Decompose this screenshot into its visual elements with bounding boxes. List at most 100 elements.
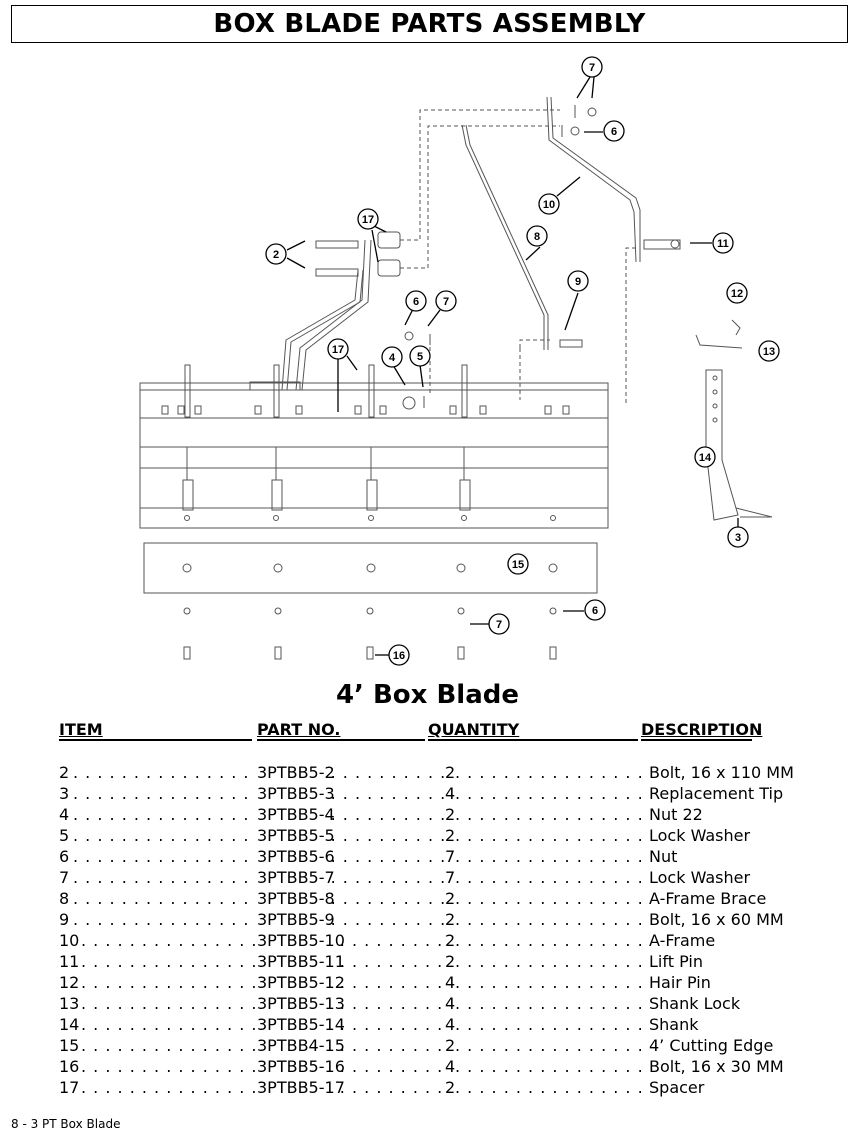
leader-dots: . . . . . . . . . . . . . . . . . . . . … bbox=[73, 826, 255, 845]
leader-dots: . . . . . . . . . . . . . . . . . . . . … bbox=[455, 994, 647, 1013]
leader-dots: . . . . . . . . . . . . . . . . . . . . … bbox=[455, 805, 647, 824]
parts-row: 11 . . . . . . . . . . . . . . . . . . .… bbox=[59, 951, 819, 972]
quantity: 2 bbox=[445, 1036, 456, 1055]
leader-dots: . . . . . . . . . . . . . . . . . . . . … bbox=[339, 1057, 445, 1076]
diagram-subtitle: 4’ Box Blade bbox=[335, 680, 520, 710]
bolts-2 bbox=[315, 240, 359, 277]
callout-13: 13 bbox=[758, 340, 780, 362]
description: Shank Lock bbox=[649, 994, 741, 1013]
blade-shanks bbox=[182, 364, 471, 511]
guide-lines bbox=[400, 109, 636, 403]
part-number: 3PTBB5-6 bbox=[257, 847, 335, 866]
leader-dots: . . . . . . . . . . . . . . . . . . . . … bbox=[81, 1078, 255, 1097]
parts-row: 13 . . . . . . . . . . . . . . . . . . .… bbox=[59, 993, 819, 1014]
part-number: 3PTBB5-7 bbox=[257, 868, 335, 887]
part-number: 3PTBB5-12 bbox=[257, 973, 345, 992]
a-frame bbox=[546, 96, 641, 263]
page-footer: 8 - 3 PT Box Blade bbox=[11, 1117, 121, 1131]
parts-row: 2 . . . . . . . . . . . . . . . . . . . … bbox=[59, 762, 819, 783]
quantity: 7 bbox=[445, 847, 456, 866]
header-rule bbox=[641, 739, 752, 741]
description: Nut 22 bbox=[649, 805, 703, 824]
callout-7c: 7 bbox=[488, 613, 510, 635]
leader-dots: . . . . . . . . . . . . . . . . . . . . … bbox=[73, 847, 255, 866]
quantity: 7 bbox=[445, 868, 456, 887]
description: Bolt, 16 x 60 MM bbox=[649, 910, 784, 929]
description: Spacer bbox=[649, 1078, 705, 1097]
quantity: 2 bbox=[445, 952, 456, 971]
description: Bolt, 16 x 110 MM bbox=[649, 763, 794, 782]
part-number: 3PTBB5-5 bbox=[257, 826, 335, 845]
bolt-9 bbox=[559, 339, 583, 348]
svg-text:7: 7 bbox=[496, 619, 502, 631]
svg-text:6: 6 bbox=[413, 296, 419, 308]
header-part: PART NO. bbox=[257, 720, 341, 739]
item-number: 9 bbox=[59, 910, 70, 929]
quantity: 2 bbox=[445, 910, 456, 929]
spacers bbox=[377, 231, 401, 277]
svg-text:7: 7 bbox=[589, 62, 595, 74]
leader-dots: . . . . . . . . . . . . . . . . . . . . … bbox=[339, 1015, 445, 1034]
top-hardware bbox=[561, 105, 597, 137]
item-number: 17 bbox=[59, 1078, 80, 1097]
part-number: 3PTBB5-9 bbox=[257, 910, 335, 929]
description: Lift Pin bbox=[649, 952, 703, 971]
leader-dots: . . . . . . . . . . . . . . . . . . . . … bbox=[73, 889, 255, 908]
description: A-Frame Brace bbox=[649, 889, 767, 908]
hair-pin bbox=[695, 319, 743, 349]
item-number: 16 bbox=[59, 1057, 80, 1076]
header-item: ITEM bbox=[59, 720, 103, 739]
svg-text:7: 7 bbox=[443, 296, 449, 308]
part-number: 3PTBB5-4 bbox=[257, 805, 335, 824]
blade-holes bbox=[184, 515, 556, 521]
svg-text:17: 17 bbox=[332, 344, 344, 356]
callout-15: 15 bbox=[507, 553, 529, 575]
svg-text:8: 8 bbox=[534, 231, 540, 243]
svg-text:17: 17 bbox=[362, 214, 374, 226]
item-number: 3 bbox=[59, 784, 70, 803]
description: Replacement Tip bbox=[649, 784, 784, 803]
leader-dots: . . . . . . . . . . . . . . . . . . . . … bbox=[73, 868, 255, 887]
parts-row: 4 . . . . . . . . . . . . . . . . . . . … bbox=[59, 804, 819, 825]
callout-7b: 7 bbox=[435, 290, 457, 312]
leader-dots: . . . . . . . . . . . . . . . . . . . . … bbox=[339, 931, 445, 950]
quantity: 4 bbox=[445, 784, 456, 803]
part-number: 3PTBB5-11 bbox=[257, 952, 345, 971]
callout-2: 2 bbox=[265, 243, 287, 265]
leader-dots: . . . . . . . . . . . . . . . . . . . . … bbox=[455, 1036, 647, 1055]
quantity: 4 bbox=[445, 1015, 456, 1034]
callout-17a: 17 bbox=[357, 208, 379, 230]
parts-row: 10 . . . . . . . . . . . . . . . . . . .… bbox=[59, 930, 819, 951]
leader-dots: . . . . . . . . . . . . . . . . . . . . … bbox=[81, 1057, 255, 1076]
leader-dots: . . . . . . . . . . . . . . . . . . . . … bbox=[455, 763, 647, 782]
callout-4: 4 bbox=[381, 346, 403, 368]
leader-dots: . . . . . . . . . . . . . . . . . . . . … bbox=[455, 826, 647, 845]
item-number: 8 bbox=[59, 889, 70, 908]
description: 4’ Cutting Edge bbox=[649, 1036, 774, 1055]
leader-dots: . . . . . . . . . . . . . . . . . . . . … bbox=[330, 889, 445, 908]
callout-3: 3 bbox=[727, 526, 749, 548]
svg-text:4: 4 bbox=[389, 352, 396, 364]
part-number: 3PTBB5-2 bbox=[257, 763, 335, 782]
description: Shank bbox=[649, 1015, 699, 1034]
leader-dots: . . . . . . . . . . . . . . . . . . . . … bbox=[455, 784, 647, 803]
leader-dots: . . . . . . . . . . . . . . . . . . . . … bbox=[330, 805, 445, 824]
leader-dots: . . . . . . . . . . . . . . . . . . . . … bbox=[455, 973, 647, 992]
brackets bbox=[161, 405, 570, 415]
quantity: 2 bbox=[445, 1078, 456, 1097]
blade-body bbox=[139, 382, 609, 529]
part-number: 3PTBB5-17 bbox=[257, 1078, 345, 1097]
leader-dots: . . . . . . . . . . . . . . . . . . . . … bbox=[73, 805, 255, 824]
leader-dots: . . . . . . . . . . . . . . . . . . . . … bbox=[455, 868, 647, 887]
title-box: BOX BLADE PARTS ASSEMBLY bbox=[11, 5, 848, 43]
hardware-row bbox=[183, 607, 557, 660]
description: Hair Pin bbox=[649, 973, 711, 992]
part-number: 3PTBB4-15 bbox=[257, 1036, 345, 1055]
item-number: 7 bbox=[59, 868, 70, 887]
quantity: 2 bbox=[445, 805, 456, 824]
parts-list: 2 . . . . . . . . . . . . . . . . . . . … bbox=[59, 762, 819, 1098]
quantity: 2 bbox=[445, 931, 456, 950]
item-number: 10 bbox=[59, 931, 80, 950]
svg-text:13: 13 bbox=[763, 346, 775, 358]
item-number: 2 bbox=[59, 763, 70, 782]
